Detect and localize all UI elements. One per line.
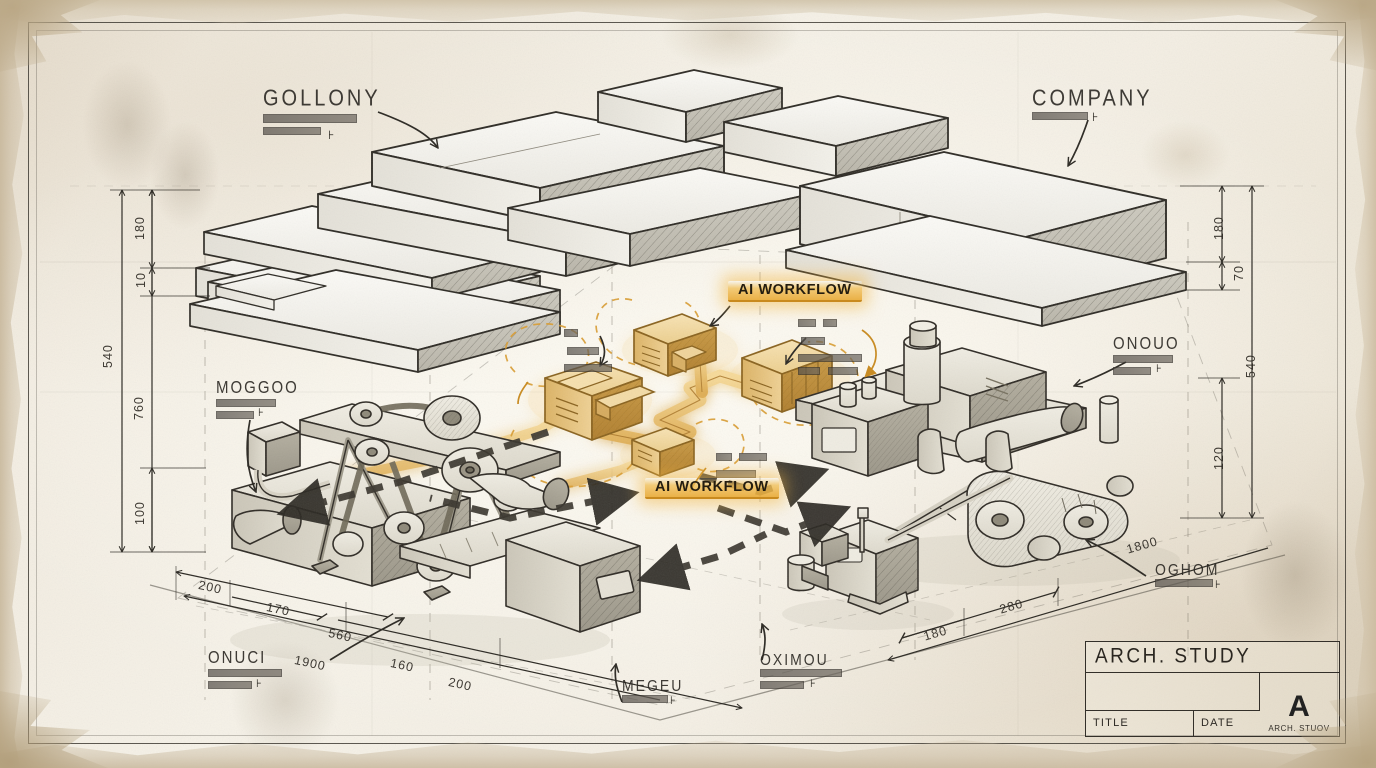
label-bottom-center-right-tick: ⊦ (810, 678, 816, 690)
callout-ai-workflow-bottom: AI WORKFLOW (645, 478, 779, 499)
label-bottom-center-headline: MEGEU (622, 676, 684, 695)
callout-ai-workflow-top: AI WORKFLOW (728, 281, 862, 302)
dim-right-180: 180 (1212, 216, 1226, 240)
label-company-bars (1032, 112, 1092, 124)
title-block-logo: A ARCH. STUOV (1259, 672, 1339, 736)
logo-mark-icon: A (1288, 690, 1310, 723)
ai-note-bottom-bars (716, 452, 772, 482)
dim-left-760: 760 (132, 396, 146, 420)
label-gollony-tick: ⊦ (328, 128, 335, 142)
logo-caption: ARCH. STUOV (1268, 724, 1330, 733)
label-company-tick: ⊦ (1092, 110, 1099, 124)
dim-right-70: 70 (1232, 265, 1246, 281)
label-bottom-center-right-bars (760, 669, 842, 693)
dim-right-120: 120 (1212, 446, 1226, 470)
label-bottom-left-headline: ONUCI (208, 648, 267, 668)
label-right-machine-bars (1113, 355, 1173, 379)
label-bottom-left-tick: ⊦ (256, 678, 262, 690)
title-block-heading: ARCH. STUDY (1095, 644, 1252, 669)
title-block-notes-area[interactable] (1086, 672, 1260, 711)
dim-left-180: 180 (133, 216, 147, 240)
label-left-machine-headline: MOGGOO (216, 378, 299, 398)
label-left-machine-bars (216, 399, 276, 423)
field-title[interactable]: TITLE (1086, 710, 1194, 736)
dim-left-10: 10 (134, 272, 148, 288)
label-bottom-left-bars (208, 669, 282, 693)
label-right-machine-headline: ONOUO (1113, 334, 1180, 354)
label-gollony-headline: GOLLONY (263, 86, 381, 112)
label-gollony-bars (263, 114, 357, 139)
dim-left-100: 100 (133, 501, 147, 525)
label-bottom-center-right-headline: OXIMOU (760, 650, 829, 669)
label-bottom-center-tick: ⊦ (670, 695, 676, 707)
label-bottom-right-headline: OGHOM (1155, 560, 1220, 579)
dimension-lines-left (110, 190, 210, 552)
label-bottom-right-bars (1155, 579, 1213, 591)
label-bottom-center-bars (622, 695, 668, 707)
ai-note-top-right-bars (798, 318, 862, 384)
field-date[interactable]: DATE (1201, 717, 1235, 729)
label-bottom-right-tick: ⊦ (1215, 579, 1221, 591)
label-right-machine-tick: ⊦ (1156, 363, 1162, 375)
label-company-headline: COMPANY (1032, 86, 1153, 112)
dim-right-540: 540 (1244, 354, 1258, 378)
label-left-machine-tick: ⊦ (258, 407, 264, 419)
dim-left-540: 540 (101, 344, 115, 368)
title-block-fields: TITLE DATE (1086, 710, 1259, 736)
ai-note-left-bars (564, 328, 612, 376)
title-block: ARCH. STUDY A ARCH. STUOV TITLE DATE (1085, 641, 1340, 737)
title-block-heading-row: ARCH. STUDY (1086, 642, 1339, 673)
machine-left (230, 395, 641, 666)
